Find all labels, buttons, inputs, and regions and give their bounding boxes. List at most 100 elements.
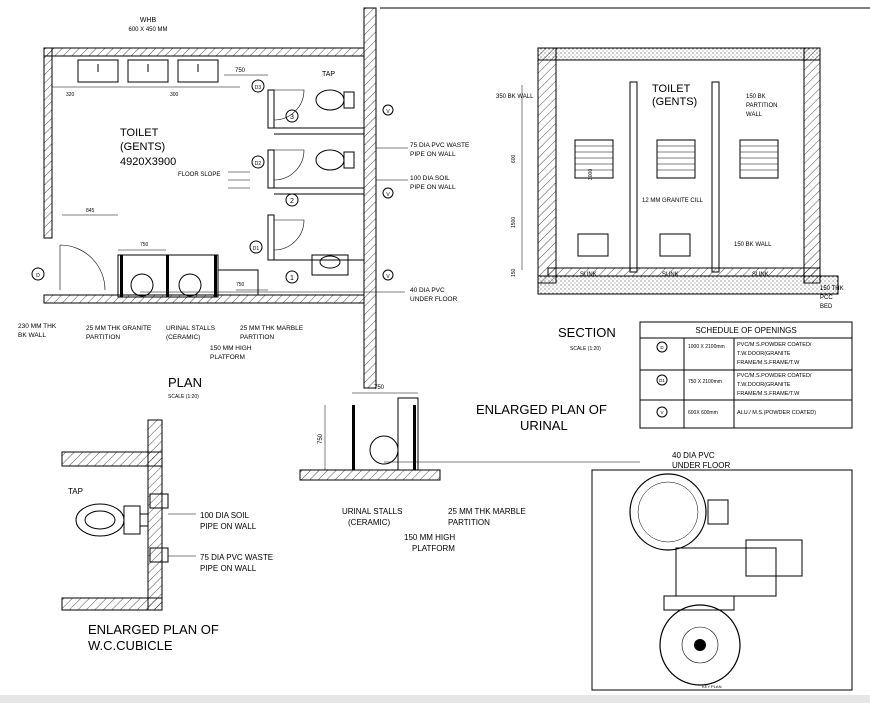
toilet-title-1: TOILET [120,127,159,139]
plan-top-wall [43,47,365,57]
marble-label-1: 25 MM THK MARBLE [240,325,304,332]
plan-right-wall [363,7,377,389]
floor-slope-label: FLOOR SLOPE [178,172,220,178]
schedule-spec: FRAME/M.S.FRAME/T.W [737,360,800,366]
bk-wall-label-2: BK WALL [18,332,46,339]
urinal-marble-1: 25 MM THK MARBLE [448,507,526,516]
plan-bottom-wall [43,294,365,304]
plan-scale: SCALE (1:20) [168,394,199,400]
dim-750-wc: 750 [236,282,245,288]
bk-wall-label-1: 230 MM THK [18,323,57,330]
section-sunk: SUNK [580,272,597,278]
dim-750-urinal: 750 [140,242,149,248]
waste-pipe-label-1: 75 DIA PVC WASTE [410,142,470,149]
under-floor-label-2: UNDER FLOOR [410,296,458,303]
toilet-title-2: (GENTS) [120,141,165,153]
cubicle-3-label: 3 [290,114,294,121]
cubicle-2-label: 2 [290,198,294,205]
door-d1-label: D1 [253,246,260,252]
schedule-size: 1000 X 2100mm [688,344,725,350]
schedule-spec: PVC/M.S.POWDER COATED/ [737,373,812,379]
toilet-size: 4920X3900 [120,156,176,168]
section-partition-3: WALL [746,112,763,118]
wc-waste-1: 75 DIA PVC WASTE [200,553,273,562]
viewer-status-bar [0,695,870,703]
urinal-dim-v: 750 [318,433,324,444]
vent-label: V [386,109,390,115]
schedule-mark: D [660,345,664,350]
section-bk150: 150 BK WALL [734,242,772,248]
whb-label: WHB [140,17,157,24]
marble-label-2: PARTITION [240,334,274,341]
soil-pipe-label-1: 100 DIA SOIL [410,175,450,182]
schedule-table [639,321,853,429]
schedule-size: 600X 600mm [688,410,718,416]
section-sunk: SUNK [662,272,679,278]
platform-label-2: PLATFORM [210,354,245,361]
soil-pipe-label-2: PIPE ON WALL [410,184,456,191]
schedule-spec: FRAME/M.S.FRAME/T.W [737,391,800,397]
plan-title: PLAN [168,375,202,390]
section-dim-600: 600 [511,154,517,163]
section-dim-150: 150 [511,268,517,277]
urinal-stalls [117,254,259,298]
urinal-stalls-1: URINAL STALLS [342,507,402,516]
section-windows [574,139,779,179]
section-sunk: SUNK [752,272,769,278]
key-plan-label: KEY PLAN [702,684,722,689]
urinal-plan-drawing [299,392,640,481]
wc-soil-1: 100 DIA SOIL [200,511,249,520]
schedule-spec: T.W.DOOR(GRANITE [737,382,791,388]
granite-label-1: 25 MM THK GRANITE [86,325,152,332]
schedule-spec: PVC/M.S.POWDER COATED/ [737,342,812,348]
section-granite-cill: 12 MM GRANITE CILL [642,198,704,204]
plan-drawing [31,7,408,389]
schedule-spec: ALU./ M.S.(POWDER COATED) [737,410,816,416]
wc-tap-label: TAP [68,487,83,496]
section-toilet-2: (GENTS) [652,96,697,108]
urinal-stalls-2: (CERAMIC) [348,518,391,527]
schedule-mark: D1 [659,378,665,383]
vent-marker [382,269,394,281]
section-partition-2: PARTITION [746,103,777,109]
section-pcc-2: PCC [820,295,833,301]
schedule-mark: V [660,410,663,415]
urinal-title-1: ENLARGED PLAN OF [476,402,607,417]
door-marker-d [31,267,45,281]
schedule-title: SCHEDULE OF OPENINGS [695,326,796,335]
schedule-size: 750 X 2100mm [688,379,722,385]
section-dim-1500: 1500 [511,217,517,228]
section-toilet-1: TOILET [652,83,691,95]
whb-size: 600 X 450 MM [128,27,167,33]
wc-title-2: W.C.CUBICLE [88,638,173,653]
section-bk350: 350 BK WALL [496,94,534,100]
urinal-under-floor-1: 40 DIA PVC [672,451,715,460]
vent-label: V [386,274,390,280]
dim-300: 300 [170,92,179,98]
urinal-platform-2: PLATFORM [412,544,455,553]
section-drawing [521,47,839,295]
dim-750-top: 750 [235,68,246,74]
dim-320: 320 [66,92,75,98]
door-d3-label: D3 [255,85,262,91]
urinal-stalls-label-2: (CERAMIC) [166,334,200,341]
vent-marker [382,187,394,199]
section-pcc-1: 150 THK [820,286,844,292]
section-partition-1: 150 BK [746,94,766,100]
section-pcc-3: BED [820,304,833,310]
door-d-label: D [36,273,40,279]
vent-label: V [386,192,390,198]
section-wcs [521,85,691,270]
urinal-marble-2: PARTITION [448,518,490,527]
urinal-under-floor-2: UNDER FLOOR [672,461,730,470]
urinal-dim-h: 750 [374,385,385,391]
waste-pipe-label-2: PIPE ON WALL [410,151,456,158]
door-marker-d2 [251,155,265,169]
wc-waste-2: PIPE ON WALL [200,564,257,573]
door-marker-d3 [251,79,265,93]
granite-label-2: PARTITION [86,334,120,341]
platform-label-1: 150 MM HIGH [210,345,252,352]
dim-845: 845 [86,208,95,214]
urinal-platform-1: 150 MM HIGH [404,533,455,542]
